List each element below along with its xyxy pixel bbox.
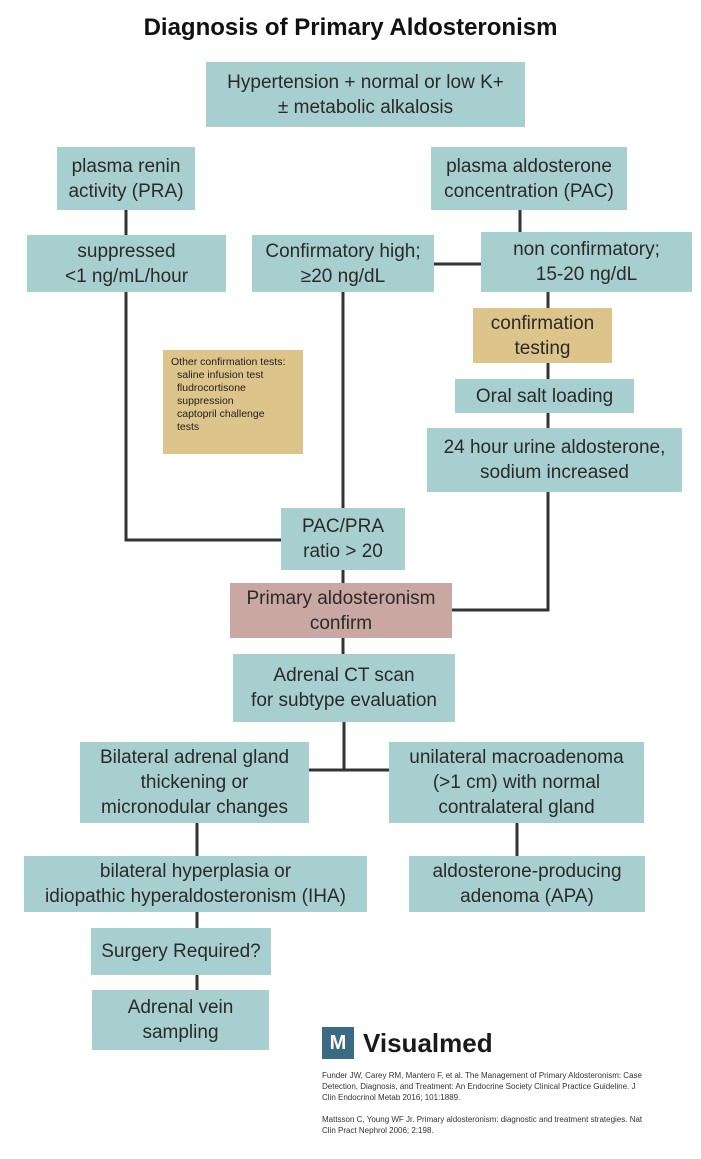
start-node: Hypertension + normal or low K+ ± metabo… [206, 62, 525, 127]
node-line: sodium increased [480, 462, 629, 483]
references: Funder JW, Carey RM, Mantero F, et al. T… [322, 1070, 682, 1147]
node-line: Oral salt loading [475, 385, 614, 407]
node-line: Bilateral adrenal gland [99, 747, 290, 768]
node-line: testing [514, 337, 571, 359]
connector [124, 292, 281, 542]
avs-node: Adrenal vein sampling [92, 990, 269, 1050]
node-line: confirm [309, 612, 373, 634]
node-line: ± metabolic alkalosis [277, 96, 454, 118]
node-line: for subtype evaluation [251, 690, 437, 711]
reference-line: Mattsson C, Young WF Jr. Primary aldoste… [322, 1115, 643, 1124]
page-title: Diagnosis of Primary Aldosteronism [143, 14, 558, 41]
urine-node: 24 hour urine aldosterone, sodium increa… [427, 428, 682, 492]
other-tests-note: Other confirmation tests: saline infusio… [163, 350, 303, 454]
non-confirmatory-node: non confirmatory; 15-20 ng/dL [481, 232, 692, 292]
node-line: micronodular changes [101, 797, 288, 818]
node-line: 15-20 ng/dL [535, 264, 638, 285]
ratio-node: PAC/PRA ratio > 20 [281, 508, 405, 570]
apa-node: aldosterone-producing adenoma (APA) [409, 856, 645, 912]
pac-node: plasma aldosterone concentration (PAC) [431, 147, 627, 210]
node-line: confirmation [490, 312, 595, 334]
node-line: Surgery Required? [101, 941, 261, 962]
node-line: Hypertension + normal or low K+ [227, 71, 504, 93]
node-line: Adrenal CT scan [273, 665, 415, 686]
oral-salt-node: Oral salt loading [455, 379, 634, 413]
iha-node: bilateral hyperplasia or idiopathic hype… [24, 856, 367, 912]
node-line: concentration (PAC) [444, 180, 614, 202]
reference-line: Detection, Diagnosis, and Treatment: An … [322, 1082, 636, 1091]
note-line: captopril challenge [177, 408, 265, 420]
node-line: activity (PRA) [68, 180, 184, 202]
surgery-node: Surgery Required? [91, 928, 271, 975]
logo-name: Visualmed [363, 1027, 493, 1058]
note-line: fludrocortisone [177, 382, 246, 394]
note-line: suppression [177, 395, 234, 407]
node-line: bilateral hyperplasia or [99, 861, 292, 882]
node-line: unilateral macroadenoma [409, 747, 624, 768]
reference-line: Clin Pract Nephrol 2006; 2:198. [322, 1126, 434, 1135]
visualmed-logo: M Visualmed [322, 1027, 493, 1059]
reference-item: Funder JW, Carey RM, Mantero F, et al. T… [322, 1070, 682, 1103]
unilateral-node: unilateral macroadenoma (>1 cm) with nor… [389, 742, 644, 823]
node-line: (>1 cm) with normal [432, 772, 601, 793]
node-line: plasma renin [71, 155, 181, 177]
node-line: PAC/PRA [301, 516, 384, 537]
node-line: ≥20 ng/dL [300, 265, 386, 287]
confirm-node: Primary aldosteronism confirm [230, 583, 452, 638]
node-line: idiopathic hyperaldosteronism (IHA) [45, 886, 346, 907]
bilateral-node: Bilateral adrenal gland thickening or mi… [80, 742, 309, 823]
node-line: 24 hour urine aldosterone, [443, 437, 666, 458]
note-line: tests [177, 421, 200, 433]
node-line: suppressed [77, 240, 176, 262]
node-line: non confirmatory; [513, 239, 660, 260]
node-line: contralateral gland [438, 797, 595, 818]
suppressed-node: suppressed <1 ng/mL/hour [27, 235, 226, 292]
node-line: plasma aldosterone [446, 155, 612, 177]
node-line: thickening or [140, 772, 249, 793]
node-line: Primary aldosteronism [246, 587, 436, 609]
reference-item: Mattsson C, Young WF Jr. Primary aldoste… [322, 1114, 682, 1136]
confirmatory-high-node: Confirmatory high; ≥20 ng/dL [252, 235, 434, 292]
reference-line: Funder JW, Carey RM, Mantero F, et al. T… [322, 1071, 642, 1080]
node-line: ratio > 20 [303, 541, 383, 562]
ct-node: Adrenal CT scan for subtype evaluation [233, 654, 455, 722]
note-line: saline infusion test [177, 369, 264, 381]
pra-node: plasma renin activity (PRA) [57, 147, 195, 210]
connector [452, 492, 550, 612]
node-line: Adrenal vein [127, 997, 234, 1018]
node-line: aldosterone-producing [432, 861, 622, 882]
logo-mark-icon: M [322, 1027, 354, 1059]
reference-line: Clin Endocrinol Metab 2016; 101:1889. [322, 1093, 461, 1102]
note-heading: Other confirmation tests: [171, 356, 286, 368]
node-line: adenoma (APA) [460, 886, 594, 907]
node-line: sampling [142, 1022, 219, 1043]
confirmation-testing-node: confirmation testing [473, 308, 612, 363]
node-line: Confirmatory high; [265, 240, 421, 262]
node-line: <1 ng/mL/hour [64, 265, 189, 287]
